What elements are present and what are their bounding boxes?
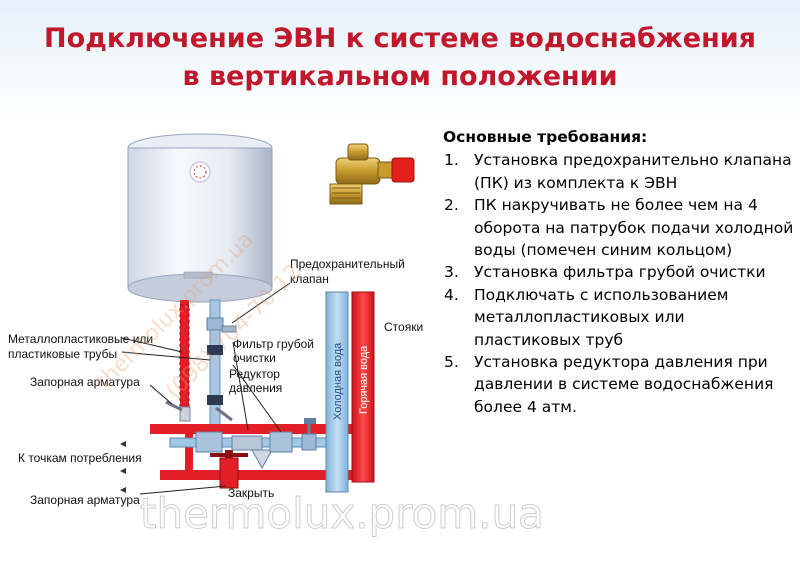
page-title-line2: в вертикальном положении	[182, 61, 618, 92]
safety-valve-photo	[326, 140, 430, 220]
label-reducer-line2: давления	[229, 381, 282, 395]
label-reducer-line1: Редуктор	[229, 367, 280, 381]
thermometer-dial	[189, 161, 211, 183]
page-title: Подключение ЭВН к системе водоснабжения …	[0, 20, 800, 96]
tee-fitting	[195, 431, 223, 453]
pressure-reducer	[269, 431, 293, 453]
risers: Холодная вода Горячая вода	[325, 291, 375, 493]
valve-red-lever-icon	[391, 157, 415, 183]
label-risers: Стояки	[384, 320, 423, 334]
requirements-panel: Основные требования: 1.Установка предохр…	[443, 126, 795, 418]
requirement-item: 3.Установка фильтра грубой очистки	[444, 263, 766, 282]
cold-water-riser-label: Холодная вода	[332, 342, 344, 420]
page-title-line1: Подключение ЭВН к системе водоснабжения	[43, 23, 757, 54]
hot-water-line	[150, 400, 360, 489]
leader-lines	[121, 282, 291, 495]
requirement-item: 2.ПК накручивать не более чем на 4 оборо…	[444, 196, 794, 260]
pipe-coupling	[207, 345, 223, 355]
requirement-item: 4.Подключать с использованием металлопла…	[444, 285, 729, 349]
label-pipes-line2: пластиковые трубы	[8, 347, 117, 361]
label-safety-valve-line1: Предохранительный	[290, 257, 405, 271]
requirement-item: 5.Установка редуктора давления при давле…	[444, 353, 774, 416]
coarse-filter	[231, 435, 263, 451]
label-filter-line1: Фильтр грубой	[233, 337, 314, 351]
label-shutoff-top: Запорная арматура	[30, 375, 140, 389]
water-heater	[127, 133, 273, 303]
requirement-item: 1.Установка предохранительно клапана (ПК…	[444, 151, 792, 192]
label-consumers: К точкам потребления	[18, 451, 142, 465]
hot-water-riser	[351, 291, 375, 483]
heater-outlet-pipes	[179, 299, 237, 446]
label-pipes-line1: Металлопластиковые или	[8, 332, 153, 346]
consumer-arrows	[120, 441, 126, 493]
requirements-heading: Основные требования:	[443, 128, 648, 146]
cold-water-line	[169, 406, 349, 470]
cold-water-riser	[325, 291, 349, 493]
requirements-list: 1.Установка предохранительно клапана (ПК…	[443, 149, 795, 418]
label-closed: Закрыть	[228, 486, 274, 500]
label-filter-line2: очистки	[233, 351, 276, 365]
watermark-bottom: thermolux.prom.ua	[140, 489, 544, 538]
nameplate	[183, 271, 213, 279]
hot-water-riser-label: Горячая вода	[358, 345, 370, 414]
label-safety-valve-line2: клапан	[290, 272, 329, 286]
label-shutoff-bottom: Запорная арматура	[30, 493, 140, 507]
